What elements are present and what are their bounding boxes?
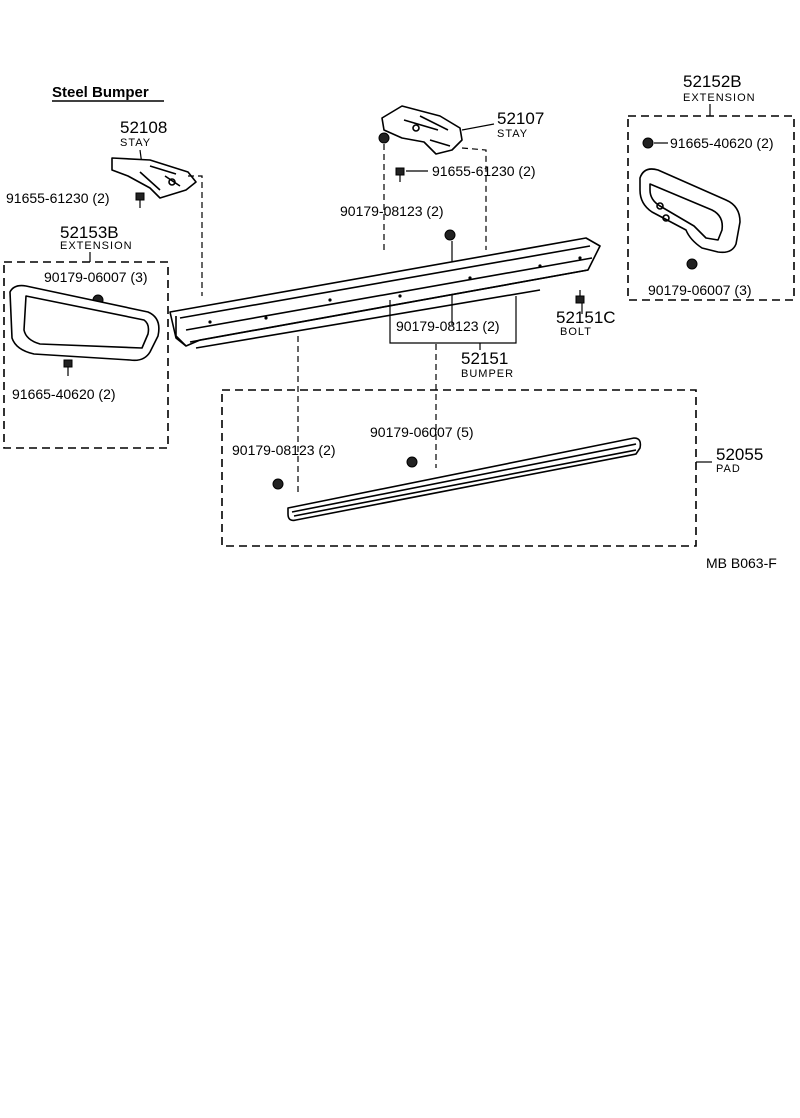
hw-90179-08123-upper: 90179-08123 (2): [340, 203, 444, 219]
pad-part: [287, 437, 642, 522]
stay-right-number: 52107: [497, 109, 544, 128]
figure-code: MB B063-F: [706, 555, 777, 571]
nut-icon: [686, 258, 698, 270]
ext-left-box: [3, 261, 169, 449]
hw-91665-40620-right: 91665-40620 (2): [670, 135, 774, 151]
bumper-bracket: [389, 296, 517, 344]
ext-right-box: [627, 115, 795, 301]
bumper-number: 52151: [461, 349, 508, 368]
stay-left-number: 52108: [120, 118, 167, 137]
stay-left-part: [111, 157, 197, 199]
nut-icon: [406, 456, 418, 468]
ext-left-part: [9, 284, 160, 362]
diagram-title: Steel Bumper: [52, 84, 149, 101]
stay-right-leader: [461, 123, 495, 131]
stay-left-name: STAY: [120, 137, 151, 149]
stay-left-dash: [188, 175, 203, 296]
nut-icon: [642, 137, 654, 149]
hw-90179-08123-pad: 90179-08123 (2): [232, 442, 336, 458]
nut-icon: [444, 229, 456, 241]
stay-right-dash-right: [461, 147, 487, 250]
bolt-number: 52151C: [556, 308, 616, 327]
bumper-name: BUMPER: [461, 368, 514, 380]
bolt-icon: [575, 290, 585, 304]
ext-right-name: EXTENSION: [683, 92, 756, 104]
ext-right-number: 52152B: [683, 72, 742, 91]
bumper-part: [169, 237, 601, 349]
ext-left-name: EXTENSION: [60, 240, 133, 252]
hw-90179-08123-middle: 90179-08123 (2): [396, 318, 500, 334]
bolt-icon: [63, 359, 73, 376]
ext-left-number: 52153B: [60, 223, 119, 242]
hw-91655-61230-left: 91655-61230 (2): [6, 190, 110, 206]
hw-90179-06007-pad: 90179-06007 (5): [370, 424, 474, 440]
pad-name: PAD: [716, 463, 741, 475]
pad-box: [221, 389, 697, 547]
nut-icon: [378, 132, 390, 144]
hw-91655-61230-right: 91655-61230 (2): [432, 163, 536, 179]
bolt-icon: [395, 167, 405, 182]
bolt-icon: [135, 192, 145, 208]
bolt-name: BOLT: [560, 326, 592, 338]
hw-90179-06007-right: 90179-06007 (3): [648, 282, 752, 298]
ext-right-part: [639, 168, 741, 254]
stay-right-name: STAY: [497, 128, 528, 140]
hw-91665-40620-left: 91665-40620 (2): [12, 386, 116, 402]
pad-number: 52055: [716, 445, 763, 464]
nut-icon: [272, 478, 284, 490]
hw-90179-06007-left: 90179-06007 (3): [44, 269, 148, 285]
stay-right-part: [381, 105, 463, 155]
